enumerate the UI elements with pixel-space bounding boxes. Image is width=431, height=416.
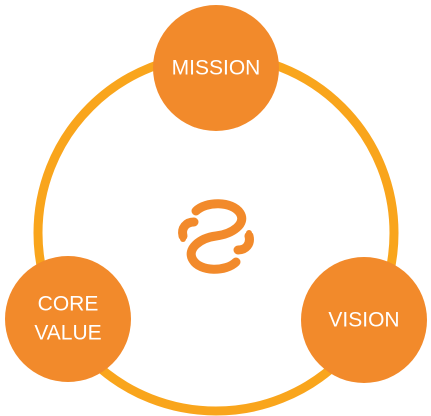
vision-circle [301,257,427,383]
core-value-circle [5,256,131,382]
vision-label: VISION [328,309,399,332]
core-value-node: CORE VALUE [5,256,131,382]
mission-circle [153,5,279,131]
mission-label: MISSION [172,57,261,80]
interlocking-s-logo-icon [178,199,254,274]
vision-node: VISION [301,257,427,383]
core-value-label-line-1: CORE [38,293,99,316]
mission-node: MISSION [153,5,279,131]
core-value-label-line-2: VALUE [34,322,101,345]
